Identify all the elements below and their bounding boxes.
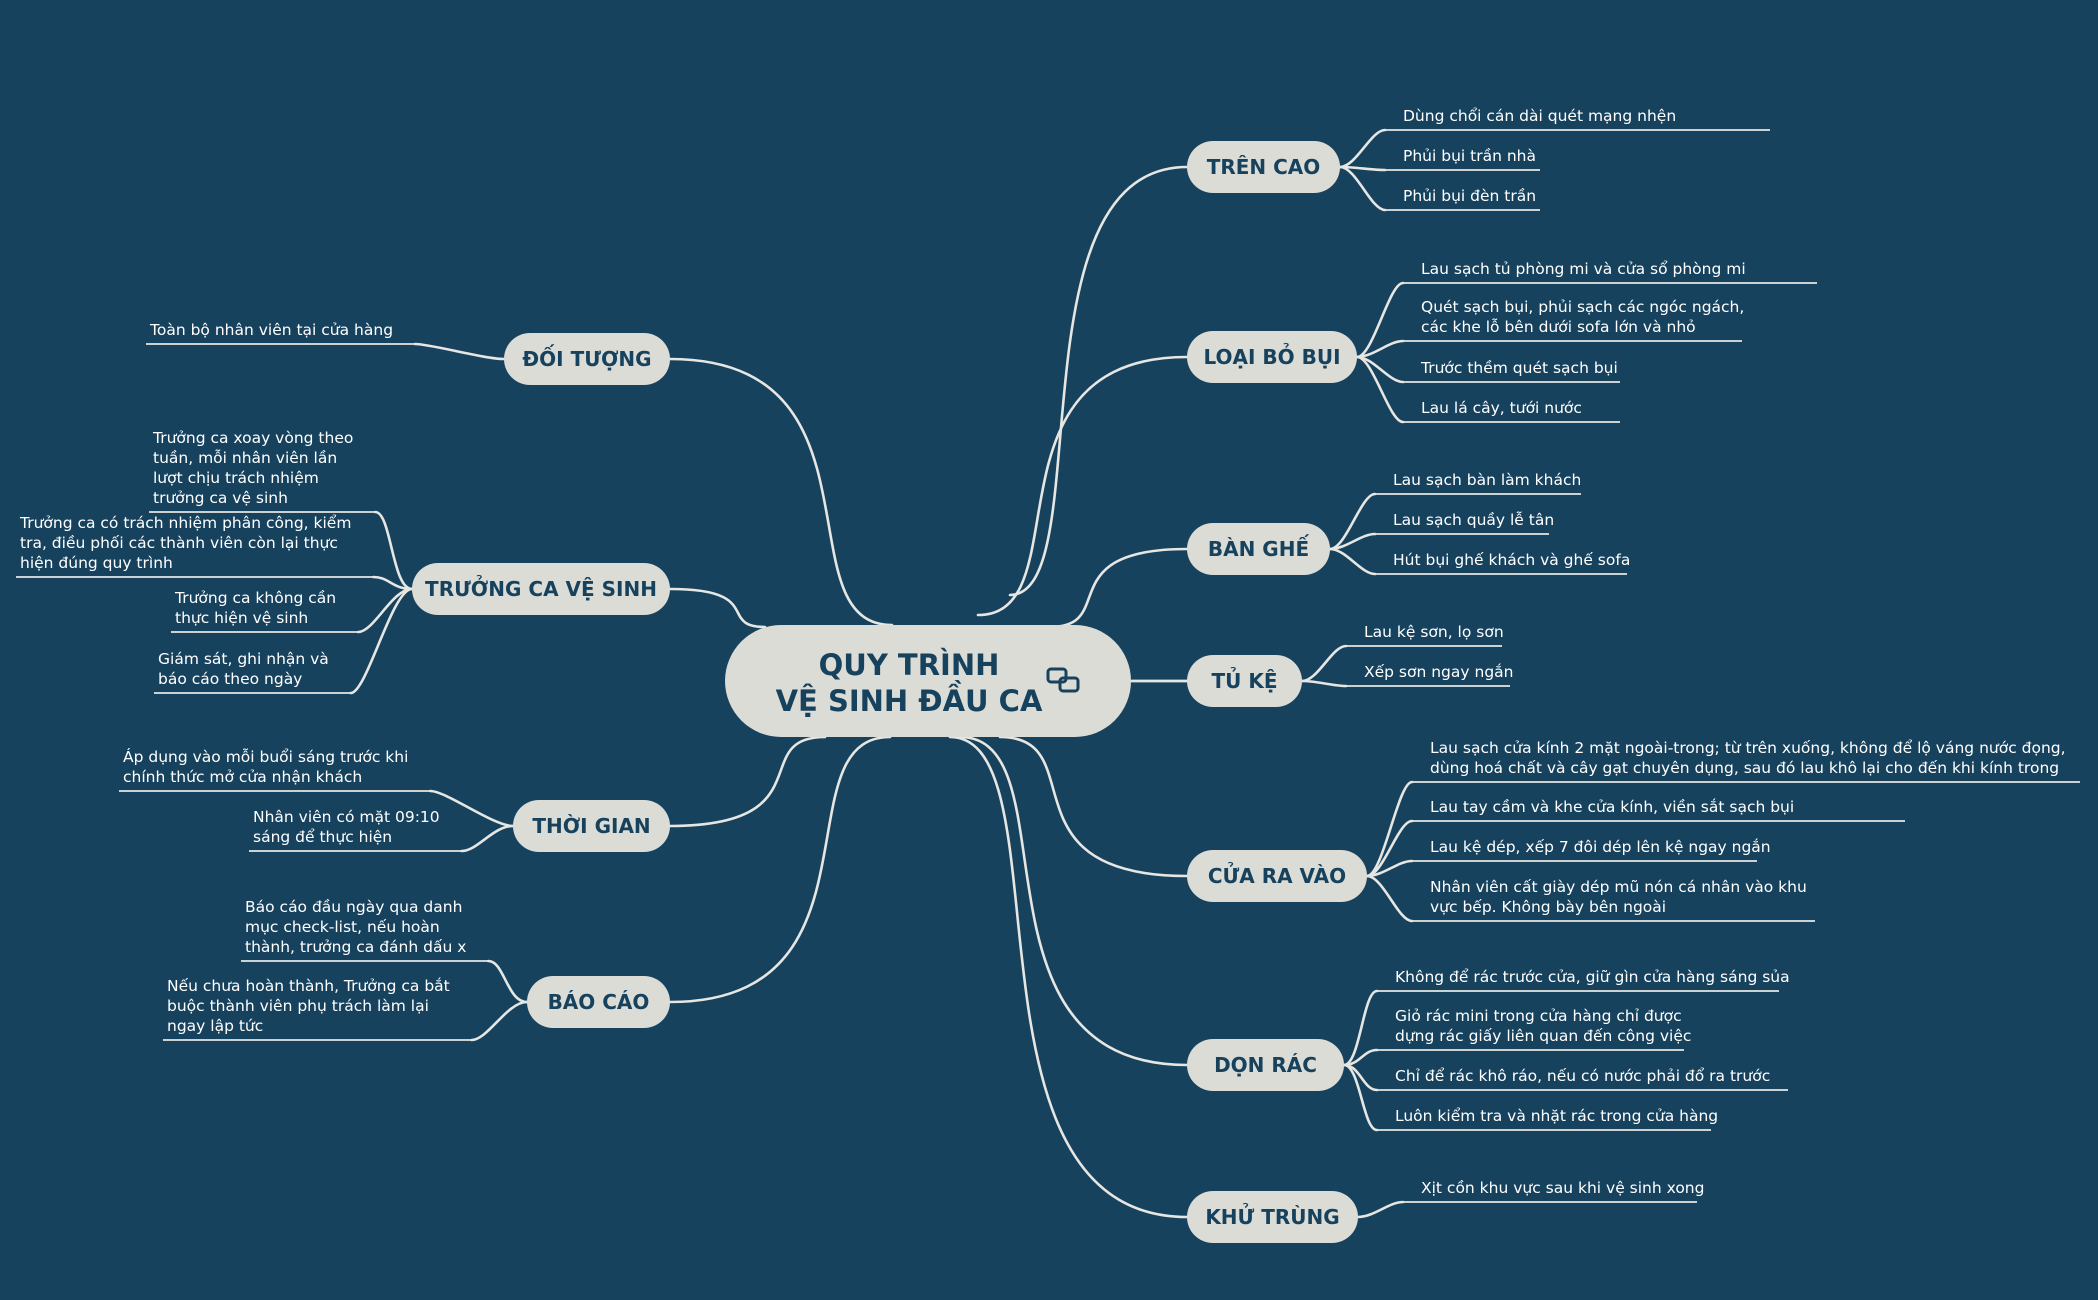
branch-connector xyxy=(1342,989,1379,1067)
branch-connector xyxy=(1328,532,1377,551)
leaf-doi-tuong-1[interactable]: Toàn bộ nhân viên tại cửa hàng xyxy=(150,321,394,339)
leaf-loai-bo-bui-2[interactable]: Quét sạch bụi, phủi sạch các ngóc ngách,… xyxy=(1421,298,1745,336)
branch-connector xyxy=(1342,1063,1379,1132)
branch-connector xyxy=(460,824,515,853)
leaf-cua-ra-vao-1[interactable]: Lau sạch cửa kính 2 mặt ngoài-trong; từ … xyxy=(1430,739,2066,777)
branch-connector xyxy=(668,735,827,828)
leaf-thoi-gian-1[interactable]: Áp dụng vào mỗi buổi sáng trước khi chín… xyxy=(123,748,409,786)
leaf-tren-cao-2[interactable]: Phủi bụi trần nhà xyxy=(1403,147,1536,165)
branch-connector xyxy=(1355,355,1405,424)
leaf-truong-ca-ve-sinh-2[interactable]: Trưởng ca có trách nhiệm phân công, kiểm… xyxy=(20,514,352,572)
branch-connector xyxy=(1365,780,1414,878)
leaf-don-rac-1[interactable]: Không để rác trước cửa, giữ gìn cửa hàng… xyxy=(1395,968,1790,986)
topic-ban-ghe[interactable]: BÀN GHẾ xyxy=(1187,523,1330,575)
branch-connector xyxy=(948,735,1189,1219)
branch-connector xyxy=(413,342,506,361)
topic-tu-ke[interactable]: TỦ KỆ xyxy=(1187,655,1302,707)
topic-cua-ra-vao[interactable]: CỬA RA VÀO xyxy=(1187,850,1367,902)
leaf-loai-bo-bui-3[interactable]: Trước thềm quét sạch bụi xyxy=(1421,359,1618,377)
branch-connector xyxy=(1338,128,1387,169)
topic-loai-bo-bui[interactable]: LOẠI BỎ BỤI xyxy=(1187,331,1357,383)
branch-connector xyxy=(976,355,1189,617)
leaf-cua-ra-vao-3[interactable]: Lau kệ dép, xếp 7 đôi dép lên kệ ngay ng… xyxy=(1430,838,1771,856)
branch-connector xyxy=(1300,679,1348,688)
leaf-khu-trung-1[interactable]: Xịt cồn khu vực sau khi vệ sinh xong xyxy=(1421,1179,1705,1197)
leaf-ban-ghe-3[interactable]: Hút bụi ghế khách và ghế sofa xyxy=(1393,551,1631,569)
topic-don-rac[interactable]: DỌN RÁC xyxy=(1187,1039,1344,1091)
branch-connector xyxy=(1355,281,1405,359)
leaf-ban-ghe-2[interactable]: Lau sạch quầy lễ tân xyxy=(1393,511,1555,529)
topic-bao-cao[interactable]: BÁO CÁO xyxy=(527,976,670,1028)
branch-connector xyxy=(487,959,529,1004)
leaf-bao-cao-1[interactable]: Báo cáo đầu ngày qua danh mục check-list… xyxy=(245,898,467,956)
branch-connector xyxy=(668,735,892,1004)
leaf-loai-bo-bui-1[interactable]: Lau sạch tủ phòng mi và cửa sổ phòng mi xyxy=(1421,260,1746,278)
leaf-bao-cao-2[interactable]: Nếu chưa hoàn thành, Trưởng ca bắt buộc … xyxy=(167,977,450,1035)
leaf-truong-ca-ve-sinh-3[interactable]: Trưởng ca không cần thực hiện vệ sinh xyxy=(175,589,337,627)
leaf-tu-ke-2[interactable]: Xếp sơn ngay ngắn xyxy=(1364,663,1514,681)
branch-connector xyxy=(1008,165,1189,597)
branch-connector xyxy=(668,357,894,627)
topic-truong-ca-ve-sinh[interactable]: TRƯỞNG CA VỆ SINH xyxy=(412,563,670,615)
central-topic[interactable]: QUY TRÌNH VỆ SINH ĐẦU CA xyxy=(725,625,1131,737)
leaf-ban-ghe-1[interactable]: Lau sạch bàn làm khách xyxy=(1393,471,1582,489)
topic-doi-tuong[interactable]: ĐỐI TƯỢNG xyxy=(504,333,670,385)
topic-tren-cao[interactable]: TRÊN CAO xyxy=(1187,141,1340,193)
central-topic-title: QUY TRÌNH VỆ SINH ĐẦU CA xyxy=(749,647,1069,719)
link-icon[interactable] xyxy=(1045,665,1081,695)
central-title-line-2: VỆ SINH ĐẦU CA xyxy=(775,684,1043,718)
topic-khu-trung[interactable]: KHỬ TRÙNG xyxy=(1187,1191,1358,1243)
branch-connector xyxy=(1338,165,1387,212)
leaf-tu-ke-1[interactable]: Lau kệ sơn, lọ sơn xyxy=(1364,623,1504,641)
branch-connector xyxy=(668,587,767,629)
leaf-tren-cao-1[interactable]: Dùng chổi cán dài quét mạng nhện xyxy=(1403,107,1677,125)
branch-connector xyxy=(958,735,1189,1067)
branch-connector xyxy=(1355,339,1405,359)
leaf-don-rac-3[interactable]: Chỉ để rác khô ráo, nếu có nước phải đổ … xyxy=(1395,1067,1771,1085)
branch-connector xyxy=(1356,1200,1405,1219)
branch-connector xyxy=(374,510,414,591)
leaf-thoi-gian-2[interactable]: Nhân viên có mặt 09:10 sáng để thực hiện xyxy=(253,808,440,846)
branch-connector xyxy=(1328,547,1377,576)
branch-connector xyxy=(429,789,515,828)
branch-connector xyxy=(1048,547,1189,629)
central-title-line-1: QUY TRÌNH xyxy=(818,648,1000,682)
branch-connector xyxy=(1365,874,1414,923)
leaf-don-rac-4[interactable]: Luôn kiểm tra và nhặt rác trong cửa hàng xyxy=(1395,1107,1719,1125)
leaf-don-rac-2[interactable]: Giỏ rác mini trong cửa hàng chỉ được dựn… xyxy=(1395,1007,1692,1045)
leaf-cua-ra-vao-4[interactable]: Nhân viên cất giày dép mũ nón cá nhân và… xyxy=(1430,878,1807,916)
leaf-tren-cao-3[interactable]: Phủi bụi đèn trần xyxy=(1403,187,1537,205)
branch-connector xyxy=(349,587,414,695)
leaf-truong-ca-ve-sinh-1[interactable]: Trưởng ca xoay vòng theo tuần, mỗi nhân … xyxy=(153,429,354,507)
branch-connector xyxy=(1300,644,1348,683)
leaf-loai-bo-bui-4[interactable]: Lau lá cây, tưới nước xyxy=(1421,399,1582,417)
branch-connector xyxy=(998,735,1189,878)
leaf-truong-ca-ve-sinh-4[interactable]: Giám sát, ghi nhận và báo cáo theo ngày xyxy=(158,650,329,688)
leaf-cua-ra-vao-2[interactable]: Lau tay cầm và khe cửa kính, viền sắt sạ… xyxy=(1430,798,1795,816)
topic-thoi-gian[interactable]: THỜI GIAN xyxy=(513,800,670,852)
branch-connector xyxy=(470,1000,529,1042)
